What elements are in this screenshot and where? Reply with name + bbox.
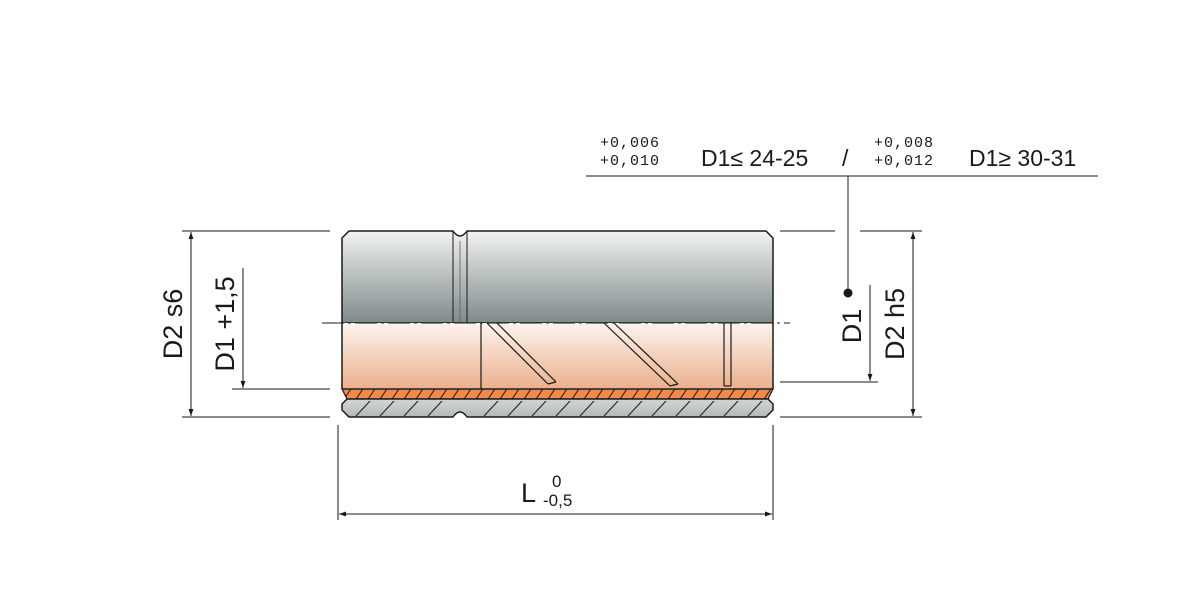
lubrication-grooves <box>480 322 732 389</box>
label-d1: D1 <box>837 309 867 344</box>
tol-group-1-lower: +0,010 <box>600 153 660 170</box>
label-d2-h5: D2 h5 <box>880 288 910 360</box>
tolerance-header: +0,006 +0,010 D1≤ 24-25 / +0,008 +0,012 … <box>600 135 1076 171</box>
label-length-tol-upper: 0 <box>552 472 561 491</box>
bronze-liner <box>342 323 773 389</box>
bushing-body <box>341 230 774 418</box>
label-d2-s6: D2 s6 <box>158 289 188 360</box>
tol-group-2-condition: D1≥ 30-31 <box>969 145 1076 171</box>
extension-lines <box>182 175 1098 520</box>
tol-group-2-lower: +0,012 <box>874 153 934 170</box>
tol-group-1-condition: D1≤ 24-25 <box>701 145 808 171</box>
tol-group-2-upper: +0,008 <box>874 135 934 152</box>
wall-hatching <box>355 400 763 417</box>
label-length: L <box>521 478 536 508</box>
outer-sleeve-upper <box>341 230 774 324</box>
liner-section <box>341 388 774 400</box>
outer-sleeve-wall <box>341 398 774 418</box>
liner-hatching <box>342 389 773 399</box>
tol-separator: / <box>842 145 849 171</box>
label-length-tol-lower: -0,5 <box>543 491 572 510</box>
leader-dot <box>843 288 853 298</box>
dimension-lines <box>188 176 916 517</box>
label-d1-plus-1-5: D1 +1,5 <box>210 276 240 371</box>
tol-group-1-upper: +0,006 <box>600 135 660 152</box>
